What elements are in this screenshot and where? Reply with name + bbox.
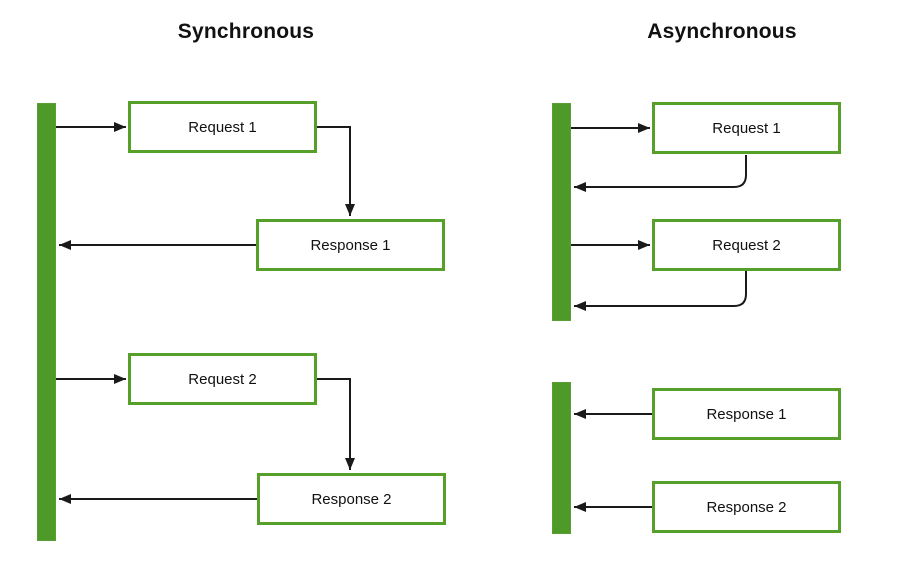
- asynchronous-lifeline-bar-responses: [552, 382, 571, 534]
- sync-response2-box: Response 2: [257, 473, 446, 525]
- sync-request1-box: Request 1: [128, 101, 317, 153]
- sync-request2-box: Request 2: [128, 353, 317, 405]
- sync-response2-label: Response 2: [311, 490, 392, 508]
- async-response2-label: Response 2: [706, 498, 787, 516]
- sync-response1-label: Response 1: [310, 236, 391, 254]
- sync-arrow-request2-to-response2: [317, 378, 355, 470]
- async-request1-box: Request 1: [652, 102, 841, 154]
- async-ack-request2-to-bar: [574, 271, 747, 311]
- async-response1-box: Response 1: [652, 388, 841, 440]
- async-response1-label: Response 1: [706, 405, 787, 423]
- async-request2-label: Request 2: [712, 236, 781, 254]
- asynchronous-lifeline-bar-requests: [552, 103, 571, 321]
- async-request1-label: Request 1: [712, 119, 781, 137]
- sync-arrow-request1-to-response1: [317, 126, 355, 216]
- async-request2-box: Request 2: [652, 219, 841, 271]
- sync-response1-box: Response 1: [256, 219, 445, 271]
- asynchronous-panel-title: Asynchronous: [647, 20, 797, 43]
- synchronous-panel-title: Synchronous: [177, 20, 315, 43]
- async-ack-request1-to-bar: [574, 155, 747, 192]
- synchronous-lifeline-bar: [37, 103, 56, 541]
- async-response2-box: Response 2: [652, 481, 841, 533]
- sync-request1-label: Request 1: [188, 118, 257, 136]
- sync-request2-label: Request 2: [188, 370, 257, 388]
